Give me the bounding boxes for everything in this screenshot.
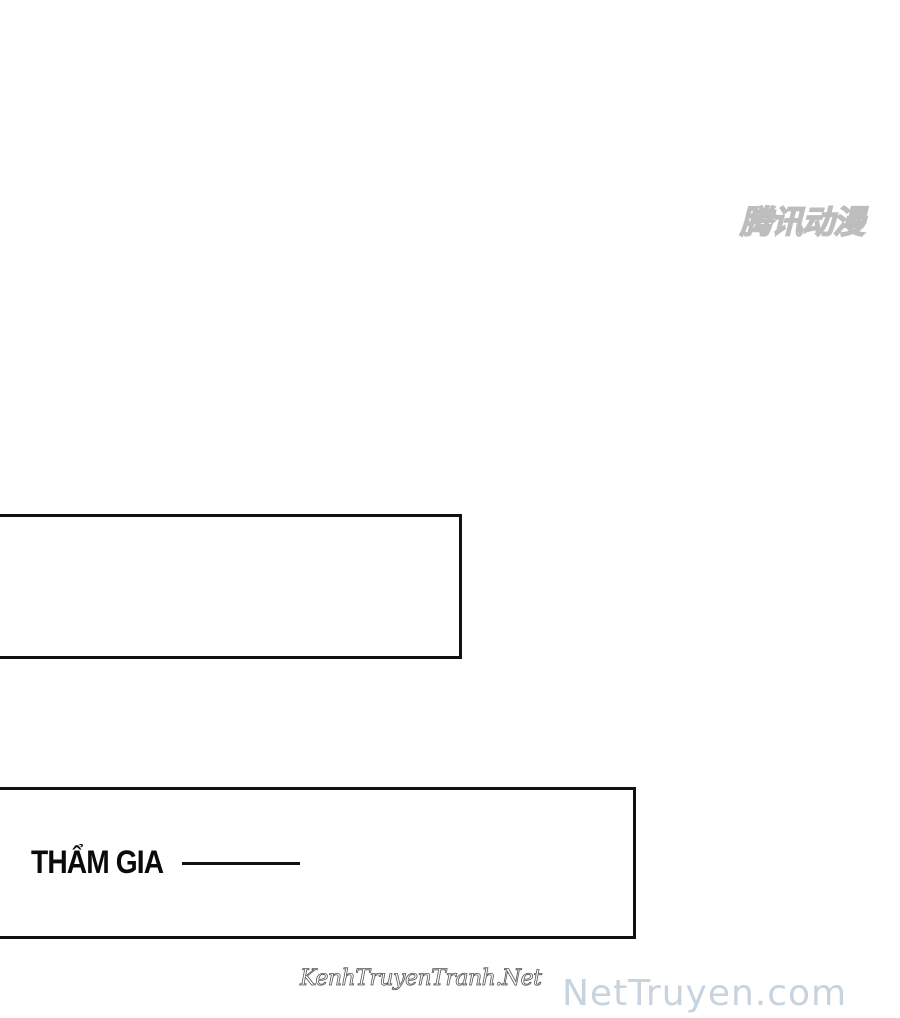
tencent-comics-watermark: 腾讯动漫 xyxy=(739,203,866,241)
brand-watermark: NetTruyen.com xyxy=(562,973,848,1014)
comic-panel-caption xyxy=(0,787,636,939)
comic-panel-empty xyxy=(0,514,462,659)
caption-text: THẨM GIA xyxy=(31,844,164,880)
caption-dash-line xyxy=(182,862,300,865)
site-script-watermark: KenhTruyenTranh.Net xyxy=(300,966,543,991)
